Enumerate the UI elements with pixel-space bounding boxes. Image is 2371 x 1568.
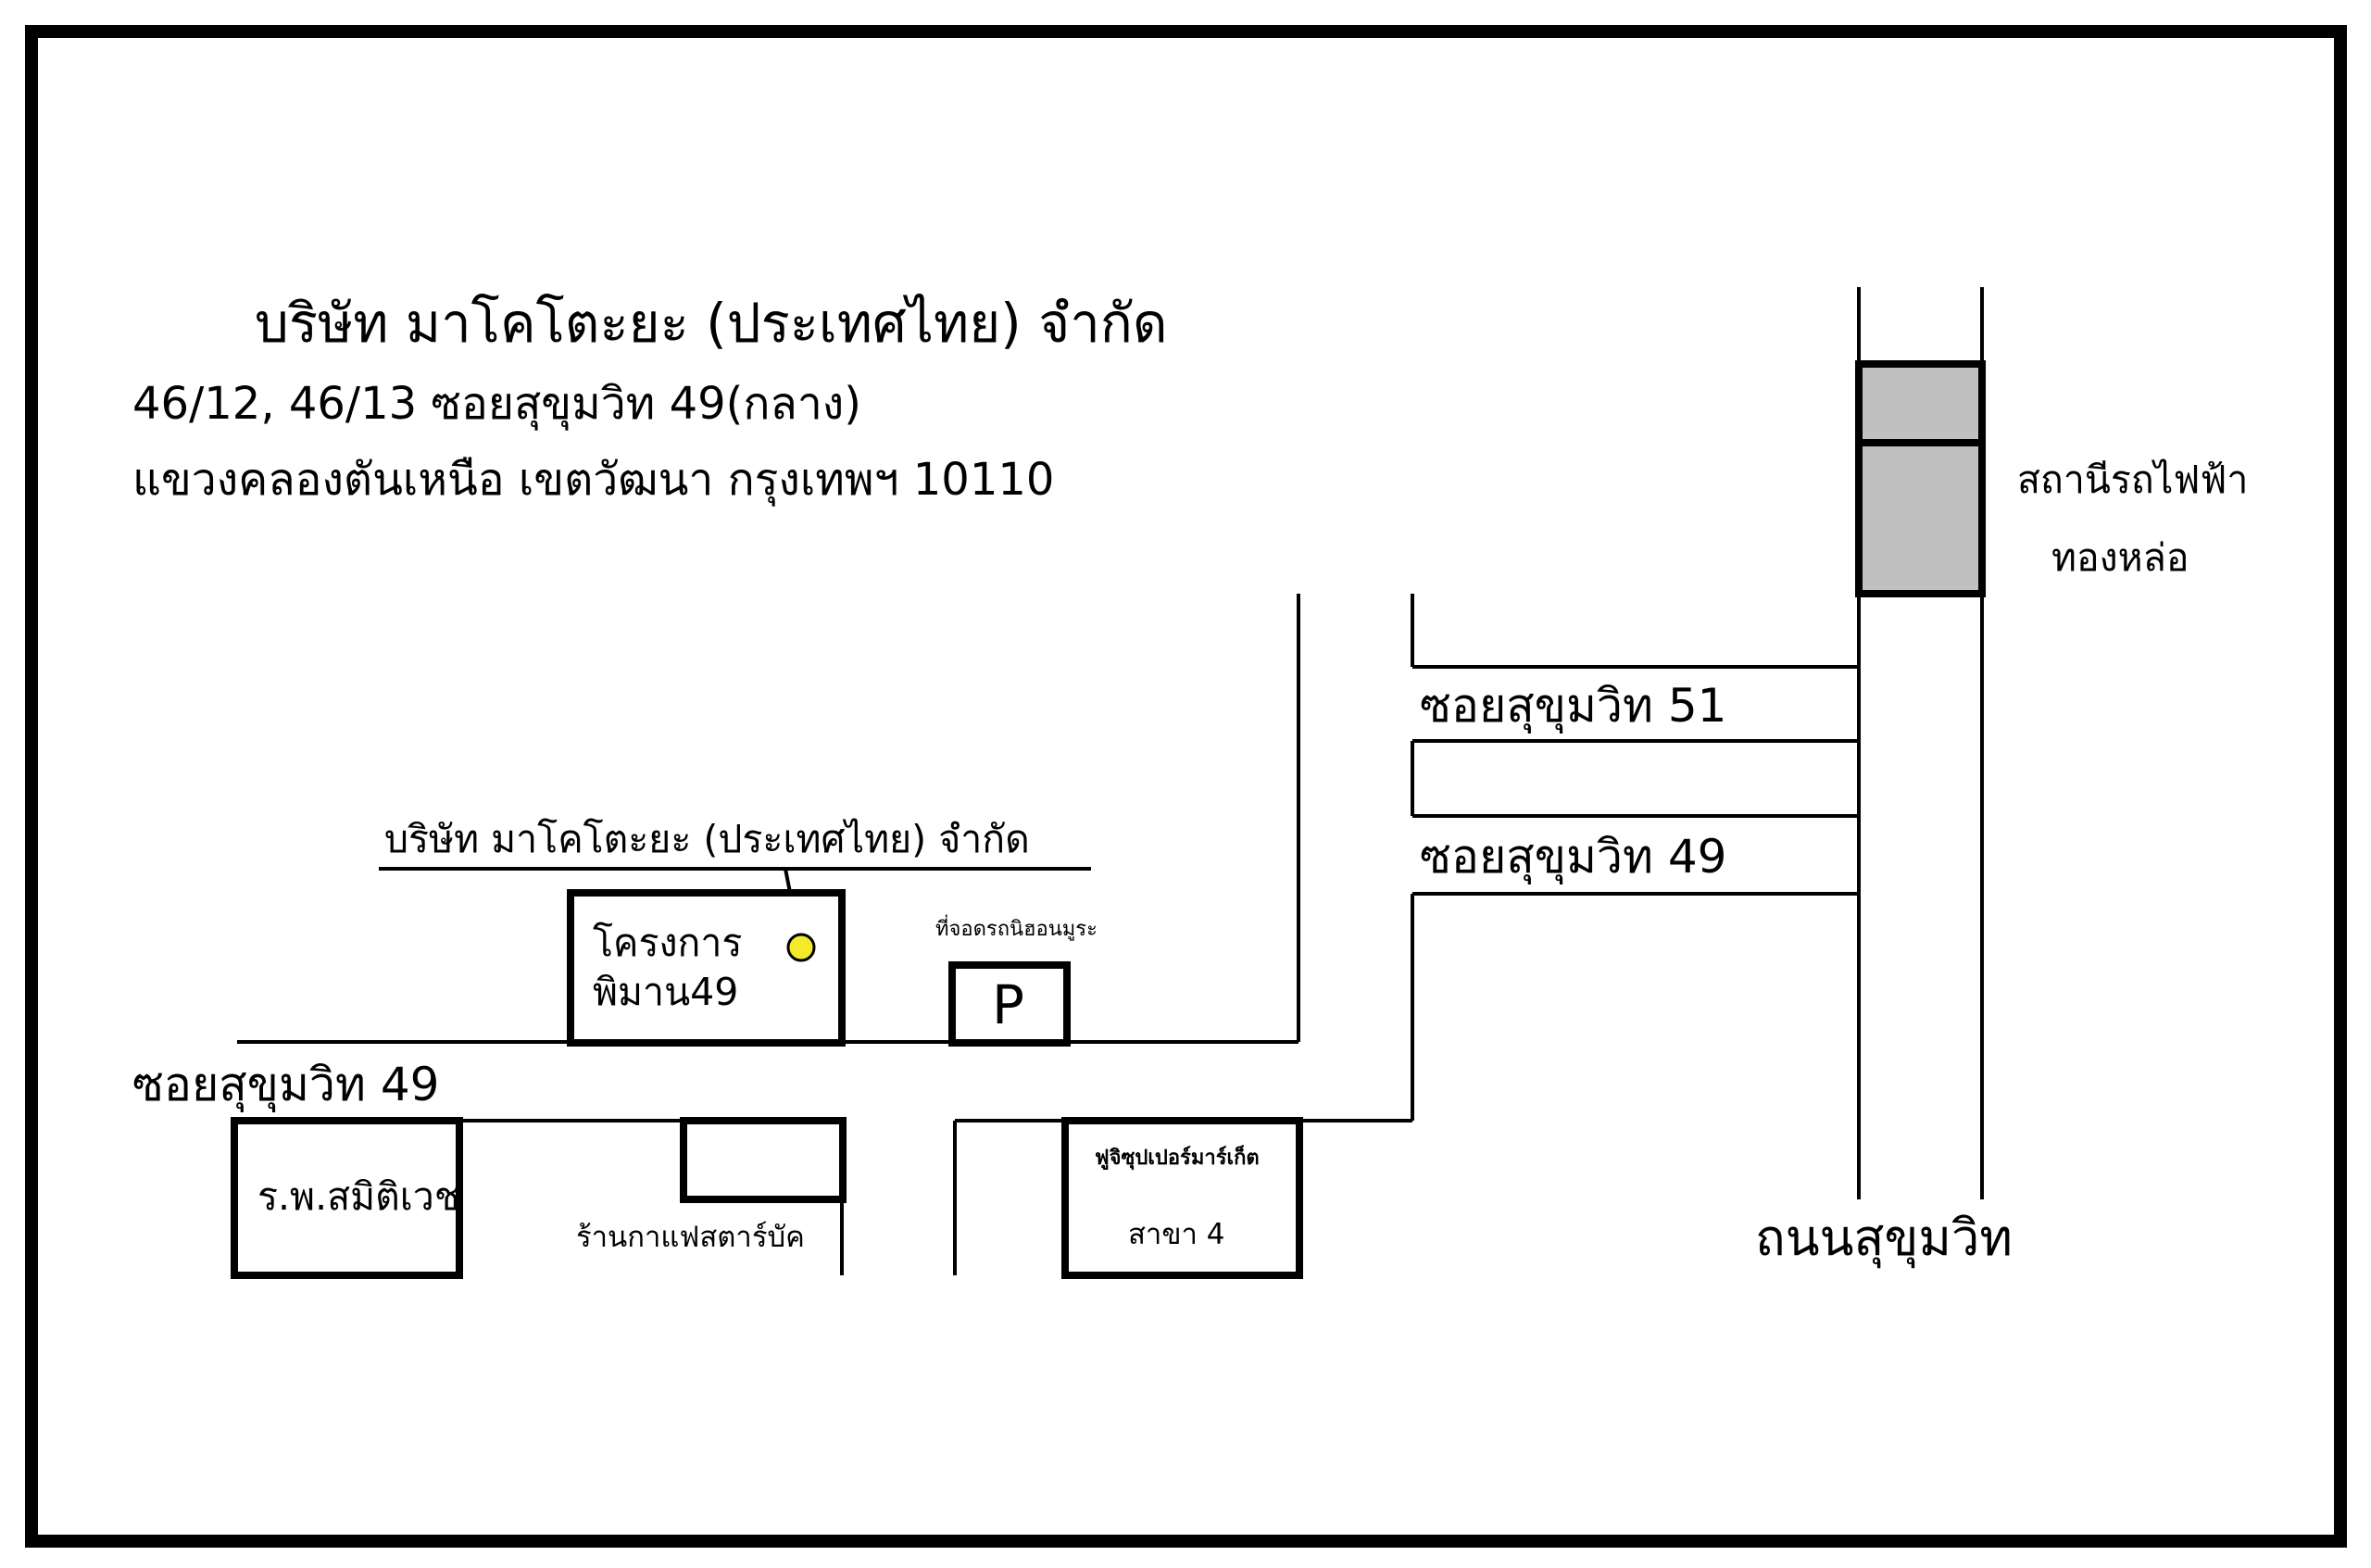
location-dot-icon bbox=[786, 933, 816, 962]
address-line-1: 46/12, 46/13 ซอยสุขุมวิท 49(กลาง) bbox=[132, 378, 861, 430]
project-piman49-building bbox=[567, 889, 846, 1047]
fuji-supermarket-building bbox=[1061, 1117, 1303, 1279]
company-name-heading: บริษัท มาโคโตะยะ (ประเทศไทย) จำกัด bbox=[255, 292, 1168, 355]
bts-station-block-bottom bbox=[1855, 439, 1986, 597]
bts-station-block-top bbox=[1855, 360, 1986, 446]
sukhumvit-road-label: ถนนสุขุมวิท bbox=[1755, 1209, 2013, 1267]
hospital-building bbox=[231, 1117, 463, 1279]
starbucks-building bbox=[680, 1117, 847, 1203]
map-border bbox=[25, 25, 2347, 1548]
address-line-2: แขวงคลองตันเหนือ เขตวัฒนา กรุงเทพฯ 10110 bbox=[132, 454, 1055, 506]
hospital-label: ร.พ.สมิติเวช bbox=[257, 1174, 460, 1219]
soi49-right-label: ซอยสุขุมวิท 49 bbox=[1420, 830, 1727, 884]
parking-caption: ที่จอดรถนิฮอนมูระ bbox=[935, 918, 1098, 941]
parking-symbol: P bbox=[992, 973, 1024, 1036]
bts-label-line1: สถานีรถไฟฟ้า bbox=[2017, 458, 2249, 502]
project-label-line2: พิมาน49 bbox=[593, 970, 739, 1014]
soi51-label: ซอยสุขุมวิท 51 bbox=[1420, 679, 1727, 733]
company-marker-label: บริษัท มาโคโตะยะ (ประเทศไทย) จำกัด bbox=[384, 817, 1030, 861]
soi49-left-label: ซอยสุขุมวิท 49 bbox=[132, 1058, 440, 1111]
parking-sign-icon bbox=[948, 961, 1071, 1047]
supermarket-label-line1: ฟูจิซุปเปอร์มาร์เก็ต bbox=[1095, 1147, 1260, 1170]
supermarket-label-line2: สาขา 4 bbox=[1128, 1218, 1225, 1251]
bts-label-line2: ทองหล่อ bbox=[2051, 535, 2189, 580]
starbucks-label: ร้านกาแฟสตาร์บัค bbox=[576, 1221, 805, 1254]
project-label-line1: โครงการ bbox=[593, 921, 743, 965]
